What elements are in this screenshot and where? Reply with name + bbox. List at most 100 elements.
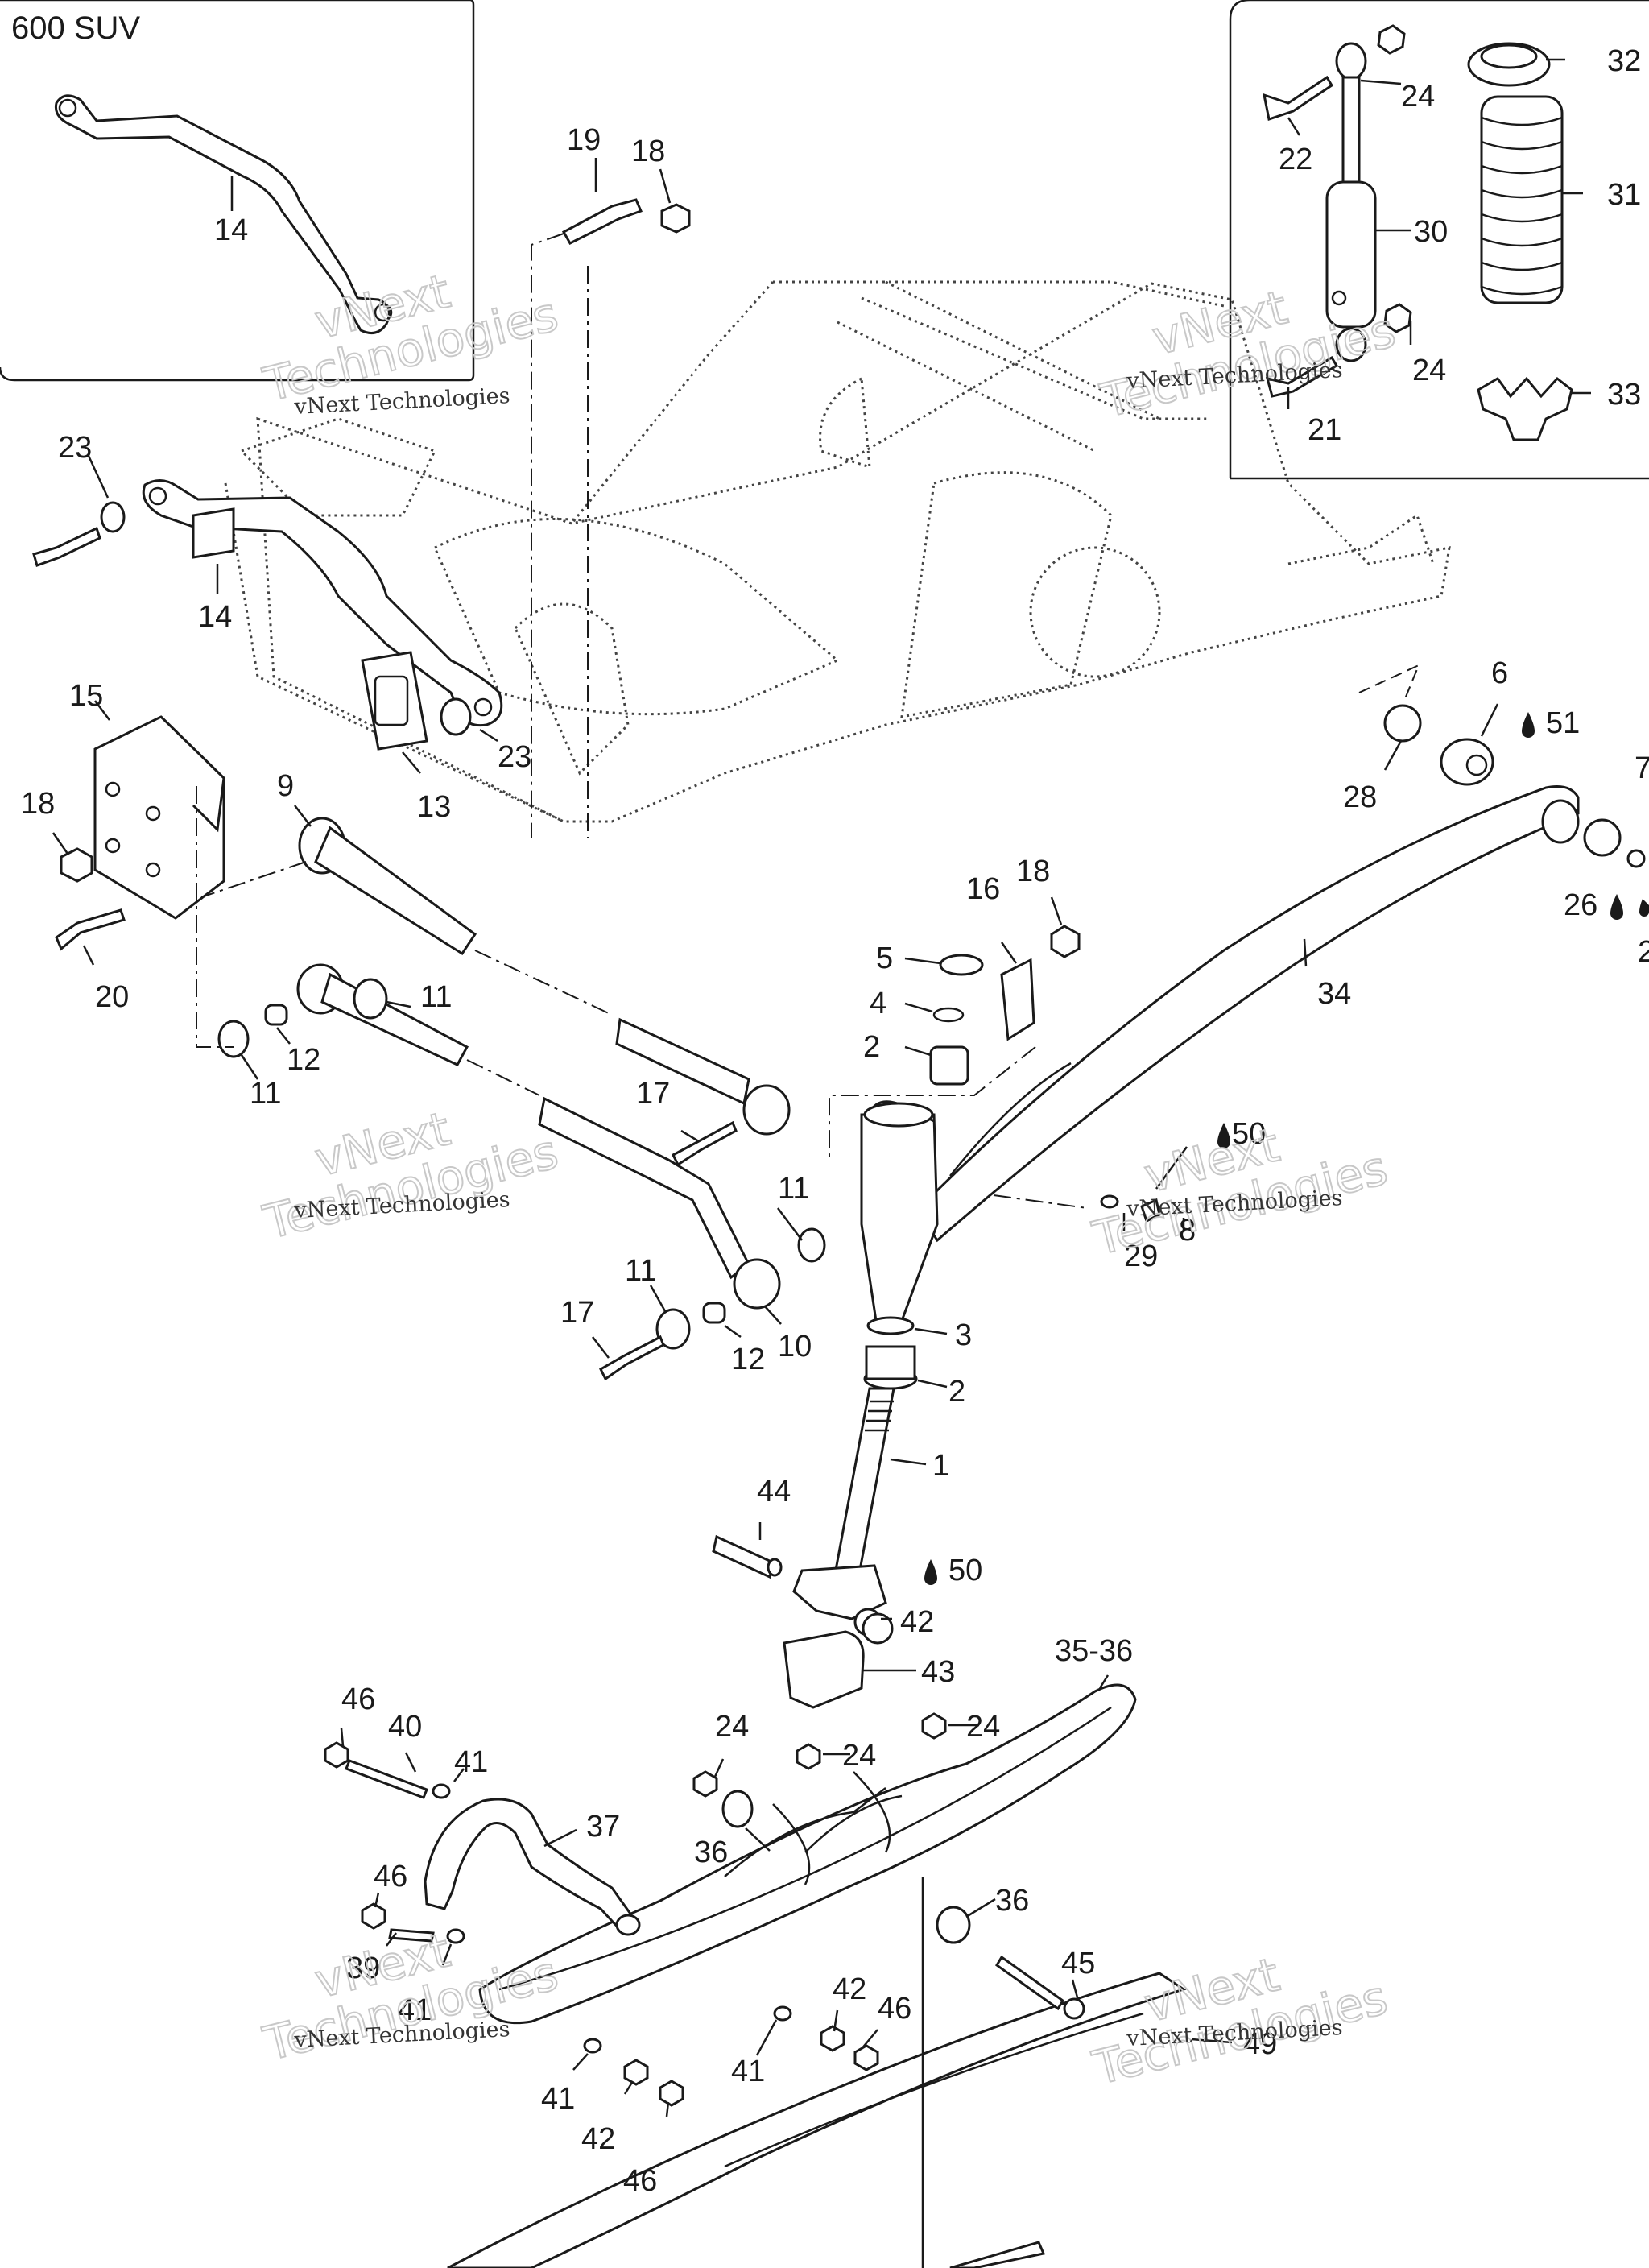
oil-drop-icon bbox=[1639, 899, 1649, 917]
spacer-12 bbox=[702, 1302, 726, 1324]
bushing-11 bbox=[217, 1020, 250, 1058]
callout-14: 14 bbox=[198, 600, 232, 634]
washer-41 bbox=[583, 2038, 602, 2054]
callout-11: 11 bbox=[250, 1077, 281, 1111]
callout-13: 13 bbox=[417, 790, 451, 824]
callout-22: 22 bbox=[1279, 143, 1312, 176]
inset-shock: 24 22 30 24 21 32 31 33 bbox=[1229, 0, 1649, 480]
chassis-frame bbox=[224, 280, 1451, 823]
callout-41: 41 bbox=[731, 2055, 765, 2088]
callout-24: 24 bbox=[715, 1710, 749, 1744]
callout-labels: 19 18 23 14 23 15 18 13 20 9 11 11 12 17… bbox=[21, 123, 1649, 2198]
callout-9: 9 bbox=[277, 769, 294, 803]
callout-12: 12 bbox=[287, 1043, 320, 1077]
callout-11: 11 bbox=[778, 1172, 809, 1206]
bolt-17 bbox=[672, 1120, 738, 1167]
callout-37: 37 bbox=[586, 1810, 620, 1844]
upper-a-arm bbox=[200, 817, 791, 1136]
callout-30: 30 bbox=[1414, 215, 1448, 249]
bushing-11 bbox=[797, 1227, 826, 1263]
callout-2-partial: 2 bbox=[1638, 935, 1649, 969]
callout-20: 20 bbox=[95, 980, 129, 1014]
callout-34: 34 bbox=[1317, 977, 1351, 1011]
callout-50: 50 bbox=[1232, 1117, 1266, 1151]
nut-46 bbox=[659, 2080, 684, 2107]
callout-8: 8 bbox=[1179, 1214, 1196, 1248]
callout-3: 3 bbox=[955, 1318, 972, 1352]
callout-29: 29 bbox=[1124, 1240, 1158, 1273]
spindle-1 bbox=[792, 1387, 895, 1637]
nut-42 bbox=[862, 1612, 894, 1645]
callout-31: 31 bbox=[1607, 178, 1641, 212]
callout-14-inset: 14 bbox=[214, 213, 248, 247]
nut-26 bbox=[1626, 849, 1646, 868]
callout-46: 46 bbox=[623, 2164, 657, 2198]
washer-28 bbox=[1383, 704, 1422, 743]
inset-600-suv: 600 SUV 14 bbox=[0, 0, 475, 382]
callout-41: 41 bbox=[454, 1745, 488, 1779]
circlip-4 bbox=[932, 1007, 965, 1023]
sway-bar-assembly bbox=[32, 233, 589, 838]
inset-title: 600 SUV bbox=[11, 10, 140, 46]
spacer-12 bbox=[264, 1004, 288, 1026]
nut-42 bbox=[623, 2059, 649, 2086]
callout-1: 1 bbox=[932, 1449, 949, 1483]
callout-5: 5 bbox=[876, 942, 893, 975]
runner-49 bbox=[447, 1877, 1187, 2268]
callout-18: 18 bbox=[631, 135, 665, 168]
spring bbox=[1480, 95, 1564, 304]
callout-39: 39 bbox=[346, 1951, 380, 1985]
oil-drop-icon bbox=[1610, 894, 1623, 920]
spindle-housing bbox=[860, 1100, 939, 1322]
callout-32: 32 bbox=[1607, 44, 1641, 78]
watermark-left-mid: vNext Technologies bbox=[257, 1100, 564, 1251]
washer-29 bbox=[1100, 1194, 1119, 1209]
callout-42: 42 bbox=[900, 1605, 934, 1639]
cap-5 bbox=[939, 954, 984, 976]
callout-23: 23 bbox=[58, 431, 92, 465]
shock-absorber bbox=[1325, 42, 1377, 362]
oil-drop-icon bbox=[924, 1559, 937, 1585]
callout-51: 51 bbox=[1546, 706, 1580, 740]
callout-11: 11 bbox=[625, 1254, 656, 1288]
callout-23: 23 bbox=[498, 740, 531, 774]
callout-4: 4 bbox=[870, 987, 886, 1020]
bolt-17 bbox=[599, 1335, 665, 1381]
callout-44: 44 bbox=[757, 1475, 791, 1509]
callout-42: 42 bbox=[581, 2122, 615, 2156]
stopper-43 bbox=[783, 1630, 865, 1709]
washer-41 bbox=[432, 1783, 451, 1799]
callout-18: 18 bbox=[1016, 855, 1050, 888]
ski-35-36 bbox=[478, 1683, 1137, 2025]
callout-35-36: 35-36 bbox=[1055, 1634, 1133, 1668]
washer-7 bbox=[1583, 818, 1622, 857]
trailing-arm-34 bbox=[916, 785, 1580, 1243]
callout-17: 17 bbox=[636, 1077, 670, 1111]
callout-24-bottom: 24 bbox=[1412, 354, 1446, 387]
callout-21: 21 bbox=[1308, 413, 1341, 447]
nut-46 bbox=[324, 1741, 349, 1769]
nut-24 bbox=[796, 1743, 821, 1770]
callout-19: 19 bbox=[567, 123, 601, 157]
bushing-11 bbox=[353, 978, 388, 1020]
callout-36: 36 bbox=[694, 1836, 728, 1869]
pin-44 bbox=[712, 1534, 775, 1579]
callout-12: 12 bbox=[731, 1343, 765, 1376]
callout-40: 40 bbox=[388, 1710, 422, 1744]
callout-41: 41 bbox=[398, 1993, 432, 2027]
nut-18-center bbox=[1050, 925, 1081, 958]
callout-24: 24 bbox=[842, 1739, 876, 1773]
callout-50: 50 bbox=[948, 1554, 982, 1587]
callout-16: 16 bbox=[966, 872, 1000, 906]
oil-drop-icon bbox=[1217, 1123, 1230, 1148]
nut-18-left bbox=[60, 847, 93, 883]
bushing-36 bbox=[721, 1790, 754, 1828]
bushing-2-body bbox=[865, 1345, 916, 1380]
callout-46: 46 bbox=[878, 1992, 911, 2026]
watermark-left-top: vNext Technologies bbox=[257, 263, 564, 413]
bushing-2-top bbox=[929, 1045, 969, 1086]
callout-6: 6 bbox=[1491, 656, 1508, 690]
bushing-11 bbox=[655, 1308, 691, 1350]
nut-24 bbox=[692, 1770, 718, 1798]
